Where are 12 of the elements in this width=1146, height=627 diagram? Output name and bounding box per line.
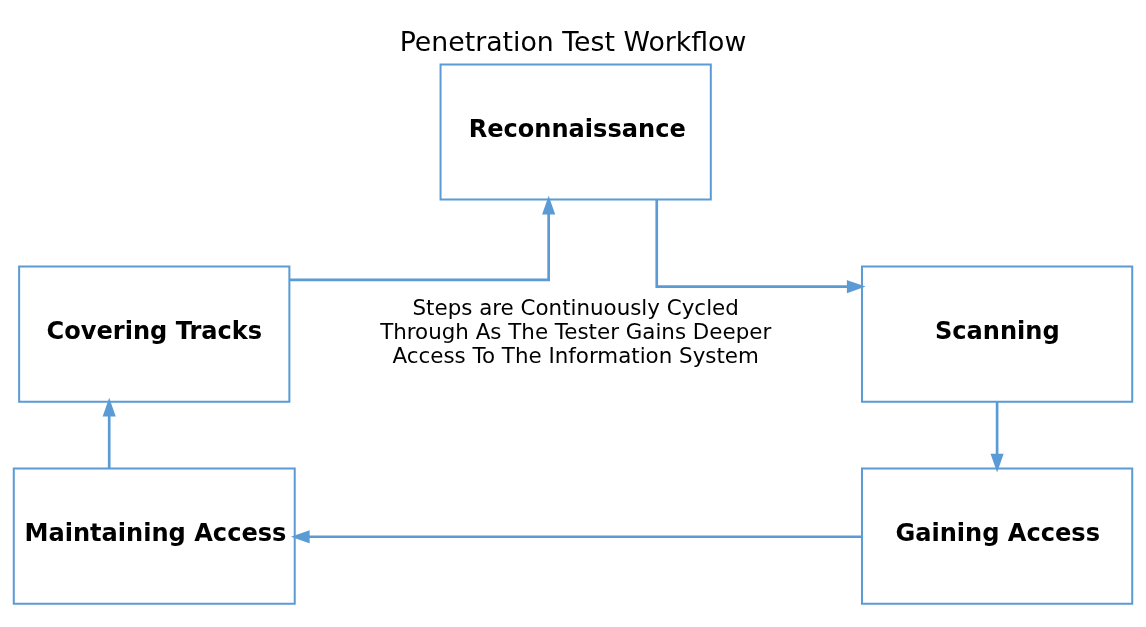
node-box: Scanning — [860, 265, 1134, 403]
node-box: Reconnaissance — [439, 63, 712, 201]
label: Steps are Continuously Cycled Through As The Tester Gains Deeper Access To The Information System — [380, 294, 772, 368]
arrow — [990, 401, 1004, 472]
node-box: Covering Tracks — [18, 265, 291, 403]
diagram-title: Penetration Test Workflow — [399, 25, 747, 57]
node-box: Gaining Access — [860, 467, 1134, 605]
arrow — [655, 199, 866, 293]
node-box: Maintaining Access — [12, 467, 296, 605]
arrow — [290, 529, 862, 543]
arrow — [102, 397, 116, 468]
arrow — [289, 195, 556, 281]
